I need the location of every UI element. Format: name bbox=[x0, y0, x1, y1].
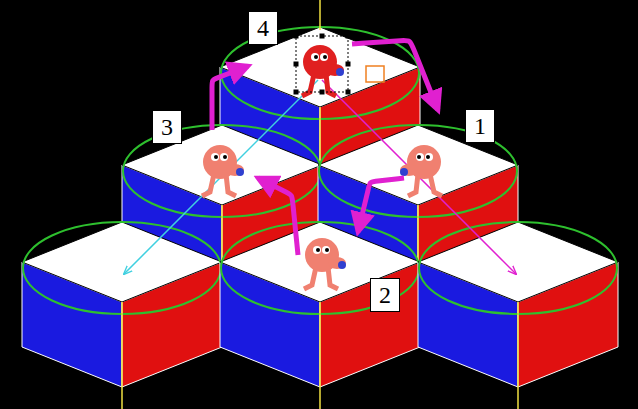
callout-number: 3 bbox=[152, 110, 182, 144]
move-arrow bbox=[352, 40, 438, 110]
guide-line bbox=[121, 387, 123, 409]
move-arrow bbox=[258, 178, 298, 255]
cursor-box bbox=[366, 66, 384, 82]
cube bbox=[418, 222, 618, 387]
guide-line bbox=[517, 387, 519, 409]
qbert-sprite bbox=[400, 145, 442, 196]
qbert-sprite bbox=[304, 238, 346, 289]
jump-vector bbox=[322, 80, 516, 274]
move-arrow bbox=[212, 66, 248, 130]
qbert-sprite bbox=[302, 45, 344, 96]
guide-line bbox=[319, 0, 321, 30]
callout-number: 2 bbox=[370, 278, 400, 312]
guide-line bbox=[319, 387, 321, 409]
callout-number: 1 bbox=[465, 109, 495, 143]
cube bbox=[220, 222, 420, 387]
callout-number: 4 bbox=[248, 11, 278, 45]
jump-vector bbox=[124, 80, 318, 274]
cube bbox=[22, 222, 222, 387]
qbert-sprite bbox=[202, 145, 244, 196]
move-arrow bbox=[358, 178, 404, 232]
selection-handles bbox=[294, 34, 351, 95]
